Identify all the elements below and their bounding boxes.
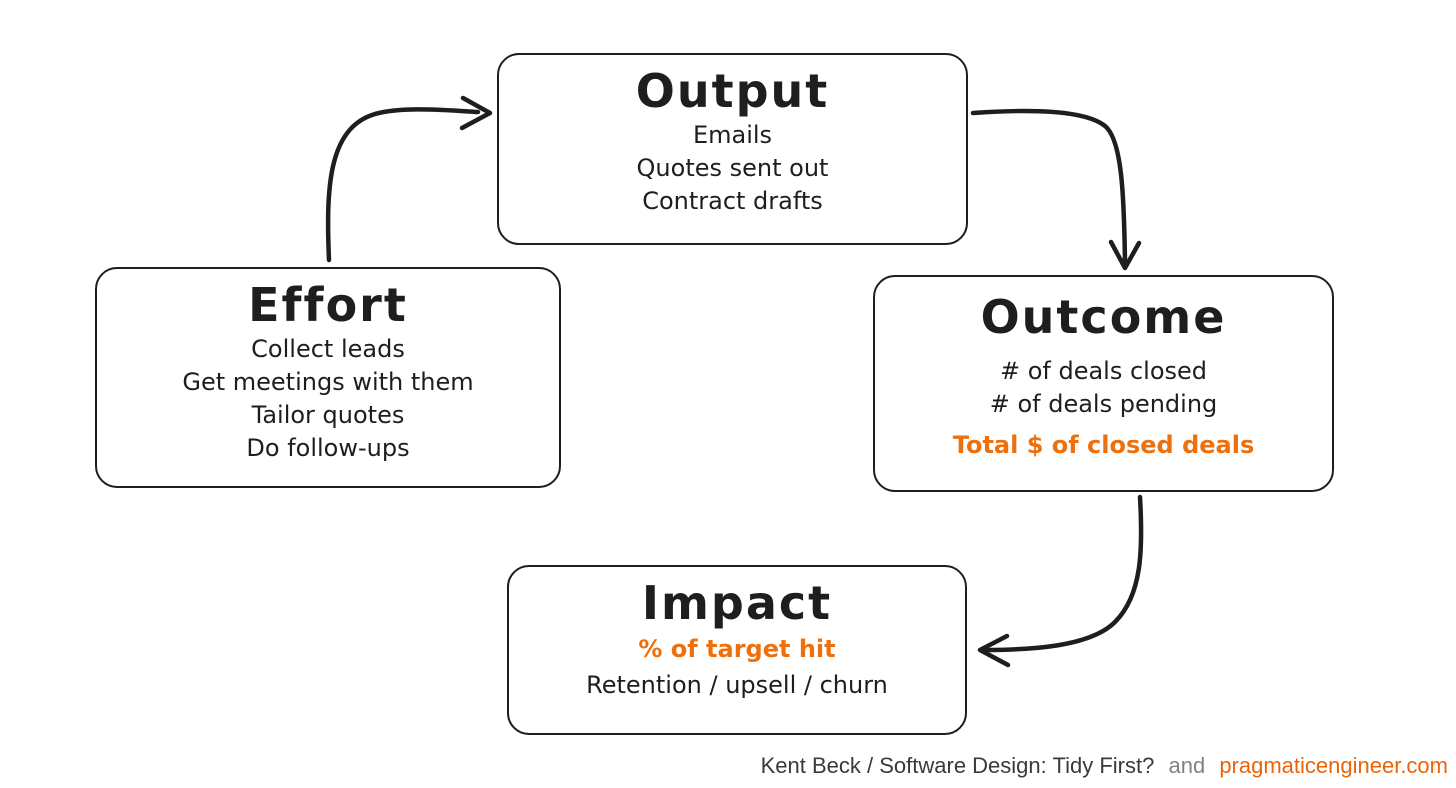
- node-impact-line: Retention / upsell / churn: [586, 671, 888, 699]
- node-outcome-line-accent: Total $ of closed deals: [952, 431, 1255, 459]
- node-effort-line: Collect leads: [251, 335, 405, 363]
- footer-attribution-bar: Kent Beck / Software Design: Tidy First?…: [761, 753, 1448, 779]
- arrow-effort-to-output: [325, 95, 493, 263]
- node-output-line: Contract drafts: [642, 187, 823, 215]
- node-outcome-line: # of deals closed: [999, 357, 1208, 385]
- node-impact-title: Impact: [641, 576, 833, 630]
- node-outcome-line: # of deals pending: [989, 390, 1218, 418]
- node-output-line: Emails: [692, 121, 773, 149]
- arrowhead-left-icon: [977, 633, 1011, 668]
- node-output-line: Quotes sent out: [636, 154, 829, 182]
- node-effort-line: Do follow-ups: [246, 434, 410, 462]
- node-output: Output Emails Quotes sent out Contract d…: [497, 53, 968, 245]
- node-impact: Impact % of target hit Retention / upsel…: [507, 565, 967, 735]
- node-effort: Effort Collect leads Get meetings with t…: [95, 267, 561, 488]
- arrow-output-to-outcome: [970, 108, 1142, 271]
- node-output-title: Output: [635, 64, 830, 118]
- attribution-conjunction: and: [1168, 753, 1206, 778]
- attribution-text: Kent Beck / Software Design: Tidy First?: [760, 753, 1155, 778]
- node-effort-title: Effort: [248, 278, 408, 332]
- node-effort-line: Tailor quotes: [251, 401, 405, 429]
- arrowhead-right-icon: [459, 95, 493, 131]
- node-impact-line-accent: % of target hit: [638, 635, 836, 663]
- site-link[interactable]: pragmaticengineer.com: [1219, 753, 1448, 778]
- node-outcome: Outcome # of deals closed # of deals pen…: [873, 275, 1334, 492]
- arrow-outcome-to-impact: [977, 494, 1144, 668]
- node-effort-line: Get meetings with them: [182, 368, 474, 396]
- arrowhead-down-icon: [1108, 239, 1142, 271]
- node-outcome-title: Outcome: [980, 290, 1227, 344]
